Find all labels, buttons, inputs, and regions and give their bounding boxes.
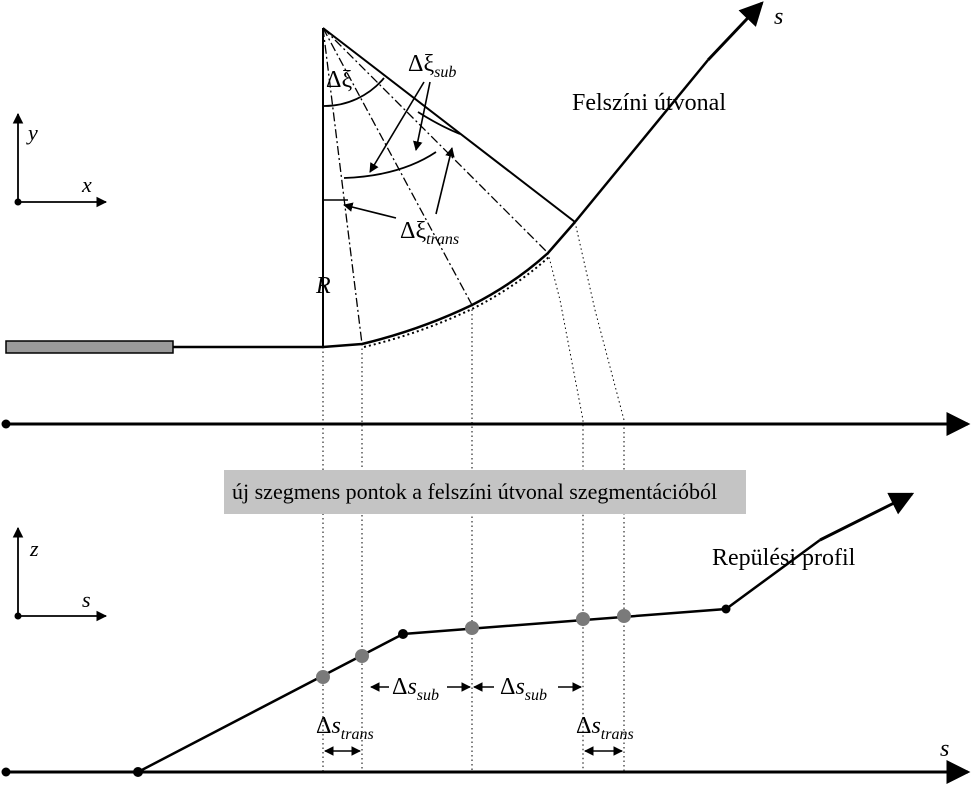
delta-xi-sub-arc bbox=[343, 151, 437, 179]
delta-s-sub-label-2: Δssub bbox=[500, 674, 547, 704]
axis-z-label: z bbox=[29, 536, 39, 561]
projection-lines bbox=[322, 221, 625, 772]
angle-callout-arrows bbox=[343, 81, 455, 219]
outer-arc bbox=[417, 111, 461, 135]
delta-xi-label: Δξ bbox=[326, 67, 352, 93]
new-segment-points bbox=[316, 609, 631, 684]
nominal-arc-dotted bbox=[363, 255, 551, 348]
new-segment-points-banner: új szegmens pontok a felszíni útvonal sz… bbox=[224, 470, 746, 514]
surface-path-exit bbox=[574, 59, 709, 223]
delta-s-trans-label-1: Δstrans bbox=[316, 713, 374, 743]
delta-s-dimensions bbox=[324, 682, 623, 756]
s-label-top: s bbox=[774, 4, 783, 30]
zs-axes bbox=[12, 526, 108, 622]
axis-s-small-label: s bbox=[82, 587, 91, 612]
radius-label: R bbox=[315, 273, 331, 299]
flight-profile-arrow bbox=[819, 492, 915, 542]
delta-s-sub-label-1: Δssub bbox=[392, 674, 439, 704]
s-label-bottom: s bbox=[940, 736, 949, 762]
axis-x-label: x bbox=[81, 172, 92, 197]
axis-y-label: y bbox=[26, 120, 38, 145]
s-axis-bottom-origin bbox=[1, 767, 11, 777]
surface-route-label: Felszíni útvonal bbox=[572, 90, 726, 116]
flight-profile-label: Repülési profil bbox=[712, 545, 856, 571]
delta-xi-arc bbox=[322, 77, 385, 107]
delta-xi-trans-label: Δξtrans bbox=[400, 218, 459, 248]
delta-xi-sub-label: Δξsub bbox=[408, 51, 456, 81]
s-direction-arrow-top bbox=[706, 1, 764, 62]
delta-s-trans-label-2: Δstrans bbox=[576, 713, 634, 743]
s-axis-middle-origin bbox=[1, 419, 11, 429]
sub-division-radials bbox=[322, 27, 576, 345]
flight-profile-line bbox=[137, 538, 821, 774]
xy-axes bbox=[12, 112, 108, 208]
runway bbox=[5, 340, 174, 354]
